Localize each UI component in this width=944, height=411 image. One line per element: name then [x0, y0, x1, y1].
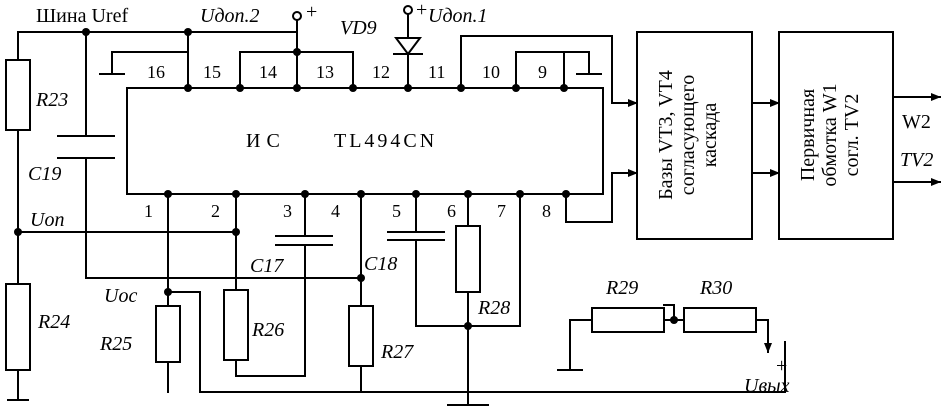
label-c18: C18 [364, 253, 397, 275]
pin-12: 12 [372, 62, 390, 82]
terminal-udop1 [403, 5, 413, 15]
pin-7: 7 [497, 201, 506, 221]
label-udop2: Uдоп.2 [200, 5, 260, 27]
label-r30: R30 [699, 277, 732, 299]
driver-block-line-3: каскада [699, 103, 721, 168]
junction-dots [14, 28, 678, 330]
label-r25: R25 [99, 333, 132, 355]
resistor-r25 [155, 305, 181, 363]
pin-4: 4 [331, 201, 340, 221]
resistor-r23 [5, 59, 31, 131]
label-r27: R27 [380, 341, 414, 363]
terminal-udop2 [292, 11, 302, 21]
pin-2: 2 [211, 201, 220, 221]
pin-14: 14 [259, 62, 277, 82]
plus-uvyh: + [776, 355, 787, 377]
label-c17: C17 [250, 255, 284, 277]
pin-3: 3 [283, 201, 292, 221]
pin-5: 5 [392, 201, 401, 221]
pin-13: 13 [316, 62, 334, 82]
pin-numbers: 1 2 3 4 5 6 7 8 9 10 11 12 13 14 15 16 [144, 62, 551, 221]
label-c19: C19 [28, 163, 61, 185]
label-uos: Uос [104, 285, 137, 307]
pin-15: 15 [203, 62, 221, 82]
plus-udop1: + [416, 0, 427, 21]
label-w2: W2 [902, 111, 931, 133]
plus-udop2: + [306, 1, 317, 23]
label-uop: Uоп [30, 209, 64, 231]
pin-1: 1 [144, 201, 153, 221]
resistor-r28 [455, 225, 481, 293]
label-r23: R23 [35, 89, 68, 111]
driver-block [636, 31, 753, 240]
label-r29: R29 [605, 277, 638, 299]
label-r28: R28 [477, 297, 510, 319]
label-tv2: TV2 [900, 149, 933, 171]
label-uvyh: Uвых [744, 375, 790, 397]
pin-6: 6 [447, 201, 456, 221]
pin-8: 8 [542, 201, 551, 221]
resistor-r24 [5, 283, 31, 371]
label-vd9: VD9 [340, 17, 377, 39]
driver-block-line-2: согласующего [677, 75, 699, 195]
resistor-r27 [348, 305, 374, 367]
resistor-r26 [223, 289, 249, 361]
resistor-r30 [683, 307, 757, 333]
ic-part-number: TL494CN [334, 130, 437, 152]
pin-9: 9 [538, 62, 547, 82]
pin-10: 10 [482, 62, 500, 82]
primary-block-line-2: обмотка W1 [819, 83, 841, 186]
primary-block-line-3: согл. TV2 [841, 94, 863, 177]
label-uref-bus: Шина Uref [36, 5, 128, 27]
ic-label: ИС [246, 130, 286, 152]
ic-body [126, 87, 604, 195]
label-r24: R24 [37, 311, 70, 333]
driver-block-line-1: Базы VT3, VT4 [655, 70, 677, 200]
primary-winding-block [778, 31, 894, 240]
pin-16: 16 [147, 62, 165, 82]
pin-11: 11 [428, 62, 445, 82]
resistor-r29 [591, 307, 665, 333]
primary-block-line-1: Первичная [797, 89, 819, 181]
diode-vd9 [394, 37, 422, 56]
label-udop1: Uдоп.1 [428, 5, 488, 27]
label-r26: R26 [251, 319, 284, 341]
